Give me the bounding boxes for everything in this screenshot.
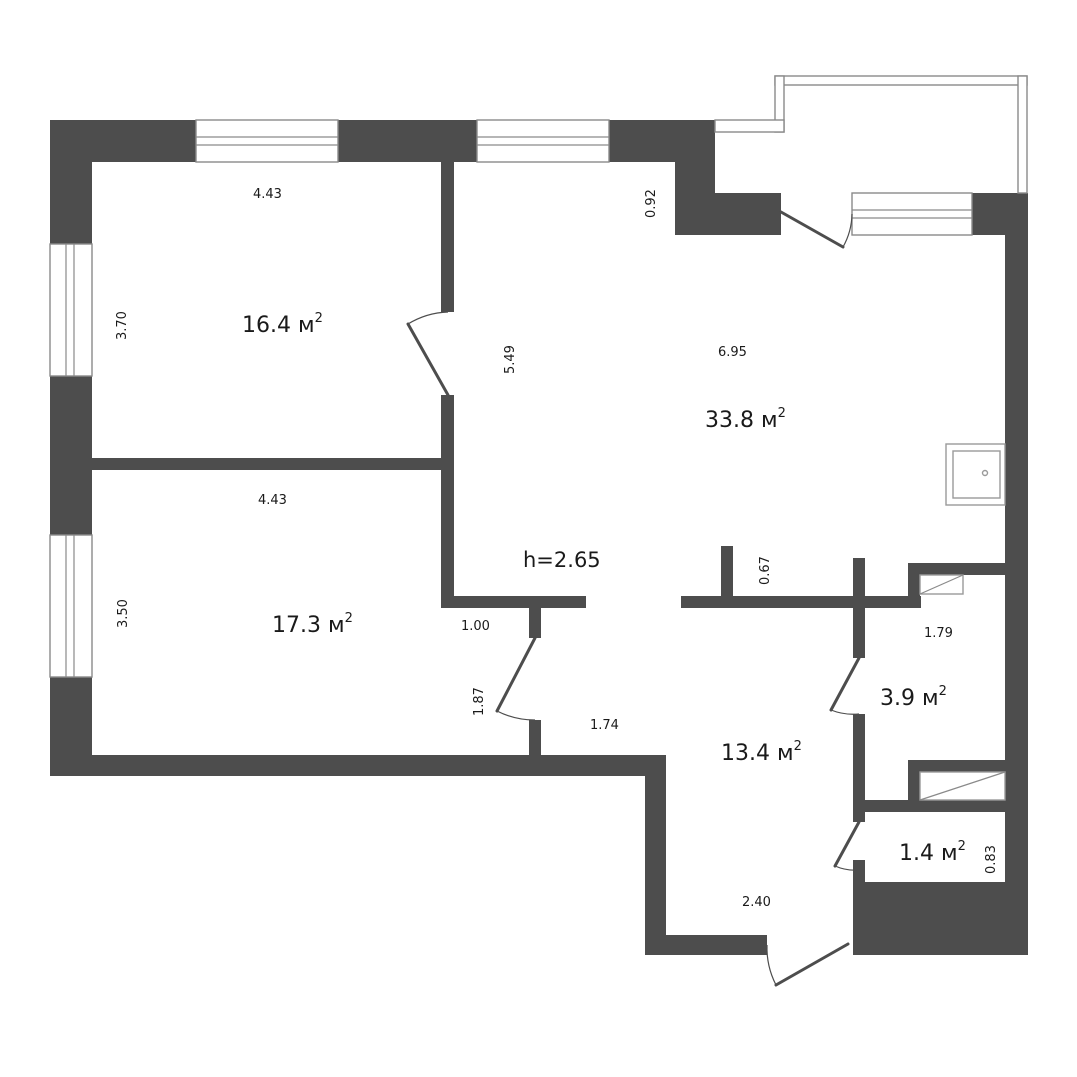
dim-bedroom2-height: 3.50 xyxy=(116,599,131,628)
window-bedroom2-left xyxy=(49,534,93,678)
dim-bedroom2-width: 4.43 xyxy=(258,493,287,508)
wall-toilet-left xyxy=(853,860,865,890)
wall-bedroom1-right-upper xyxy=(441,162,454,312)
wall-pillar-2 xyxy=(675,193,781,235)
wall-bottom-bedrooms xyxy=(50,755,666,776)
windows xyxy=(49,119,973,678)
ceiling-height-label: h=2.65 xyxy=(523,548,601,572)
room-area-bedroom-2: 17.3 м2 xyxy=(272,611,353,638)
dim-bedroom1-height: 3.70 xyxy=(115,311,130,340)
dim-hall-width: 1.74 xyxy=(590,718,619,733)
dim-toilet-width: 0.83 xyxy=(984,845,999,874)
room-area-bedroom-1: 16.4 м2 xyxy=(242,311,323,338)
wall-hall-left xyxy=(645,755,666,955)
wall-corridor-stub xyxy=(529,596,541,638)
dim-living-width: 6.95 xyxy=(718,345,747,360)
room-labels: 16.4 м2 33.8 м2 17.3 м2 13.4 м2 3.9 м2 1… xyxy=(242,311,966,866)
wall-between-bedrooms xyxy=(92,458,454,470)
door-toilet xyxy=(833,820,861,868)
dim-living-depth: 5.49 xyxy=(503,345,518,374)
wall-bath-left-top xyxy=(853,558,865,658)
door-bedroom2 xyxy=(495,636,537,713)
wall-right xyxy=(1005,193,1028,955)
room-area-living-kitchen: 33.8 м2 xyxy=(705,406,786,433)
balcony-rail-right xyxy=(1017,75,1028,194)
balcony-rail-top xyxy=(774,75,1028,86)
wall-bedroom2-right xyxy=(441,470,454,608)
wall-bath-toilet xyxy=(865,800,1005,812)
dim-closet: 0.67 xyxy=(758,556,773,585)
door-entrance xyxy=(774,942,850,987)
wall-shaft-bottom-h xyxy=(908,760,1005,772)
room-area-bathroom: 3.9 м2 xyxy=(880,684,947,711)
window-bedroom1-left xyxy=(49,243,93,377)
wall-corridor-stub-lower xyxy=(529,720,541,760)
door-bedroom1 xyxy=(406,322,450,397)
wall-bedroom1-right-lower xyxy=(441,395,454,470)
wall-corridor-top xyxy=(441,596,586,608)
wall-shaft-top-h xyxy=(908,563,1005,575)
wall-hall-top xyxy=(681,596,921,608)
dimension-labels: 4.43 3.70 4.43 3.50 6.95 5.49 0.92 0.67 … xyxy=(115,187,999,910)
dim-bedroom1-width: 4.43 xyxy=(253,187,282,202)
wall-top-right xyxy=(972,193,1028,235)
walls xyxy=(50,120,1028,955)
room-area-toilet: 1.4 м2 xyxy=(899,839,966,866)
door-balcony xyxy=(779,210,845,249)
wall-closet xyxy=(721,546,733,608)
room-area-hallway: 13.4 м2 xyxy=(721,739,802,766)
balcony xyxy=(714,75,1028,194)
wall-bottom-right xyxy=(853,882,1028,955)
dim-corridor-width: 1.00 xyxy=(461,619,490,634)
sink-drain-icon xyxy=(981,469,989,477)
wall-shaft-bottom xyxy=(908,760,920,810)
dim-bath-width: 1.79 xyxy=(924,626,953,641)
fixtures xyxy=(919,443,1006,801)
wall-bath-left-bottom xyxy=(853,714,865,822)
doors xyxy=(406,210,861,987)
window-living-top xyxy=(476,119,610,163)
wall-top xyxy=(50,120,715,162)
dim-balcony-door: 0.92 xyxy=(644,189,659,218)
dim-entrance-width: 2.40 xyxy=(742,895,771,910)
balcony-rail-left-h xyxy=(714,119,785,133)
wall-hall-bottom xyxy=(645,935,767,955)
window-bedroom1-top xyxy=(195,119,339,163)
dim-corridor-length: 1.87 xyxy=(472,687,487,716)
window-living-right-top xyxy=(851,192,973,236)
door-bathroom xyxy=(829,656,861,712)
